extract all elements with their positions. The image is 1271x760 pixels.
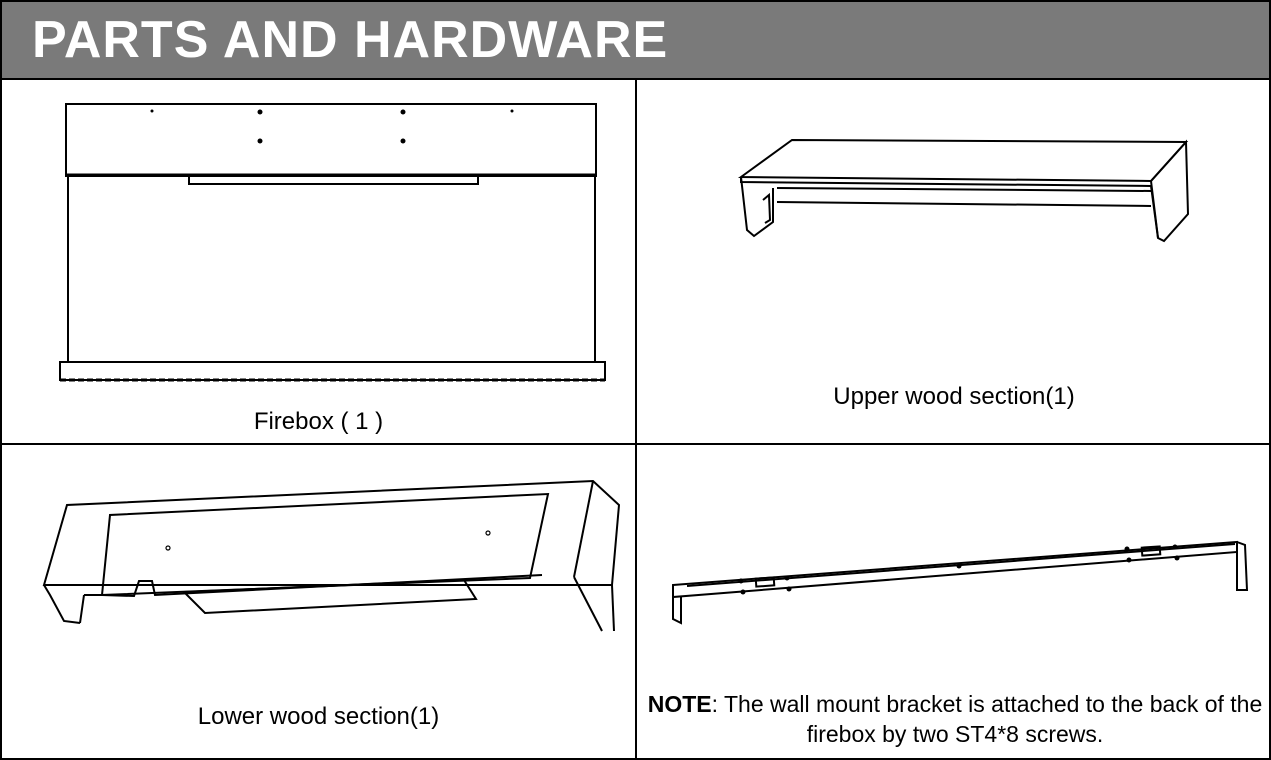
page-title: PARTS AND HARDWARE: [32, 11, 669, 69]
parts-grid: Firebox ( 1 ): [0, 80, 1271, 760]
section-header: PARTS AND HARDWARE: [0, 0, 1271, 80]
upper-wood-caption: Upper wood section(1): [833, 383, 1075, 410]
note-label: NOTE: [647, 691, 712, 717]
cell-wall-bracket: NOTE: The wall mount bracket is attached…: [637, 445, 1271, 758]
grid-divider-horizontal: [2, 443, 1271, 445]
firebox-drawing: [59, 103, 606, 382]
bracket-note: NOTE: The wall mount bracket is attached…: [645, 689, 1265, 749]
lower-wood-drawing: [42, 479, 621, 632]
upper-wood-drawing: [737, 138, 1190, 243]
lower-wood-caption: Lower wood section(1): [197, 703, 440, 730]
cell-upper-wood: Upper wood section(1): [637, 80, 1271, 443]
cell-lower-wood: Lower wood section(1): [2, 445, 635, 758]
firebox-caption: Firebox ( 1 ): [253, 408, 384, 435]
grid-divider-vertical: [635, 80, 637, 760]
cell-firebox: Firebox ( 1 ): [2, 80, 635, 443]
note-text: : The wall mount bracket is attached to …: [711, 691, 1263, 747]
wall-bracket-drawing: [672, 540, 1249, 625]
